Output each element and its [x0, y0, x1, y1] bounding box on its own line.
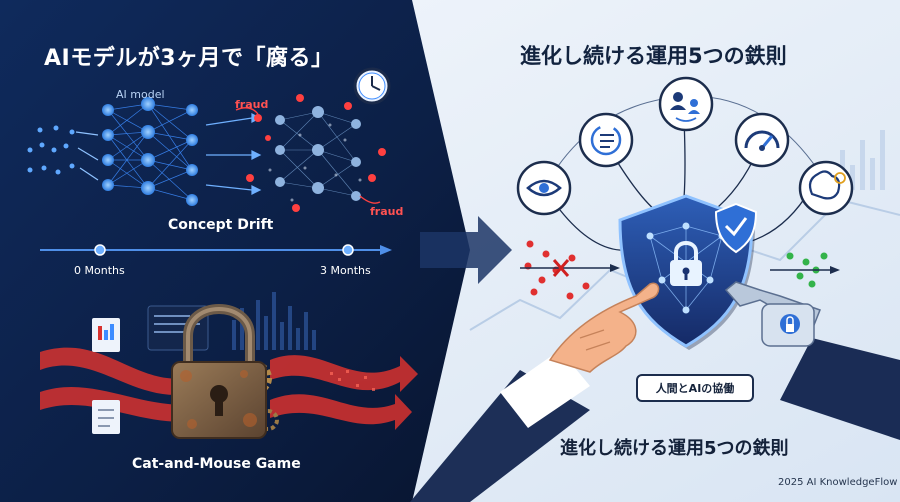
human-hand	[410, 282, 660, 502]
fraud-dots	[246, 94, 386, 212]
refresh-list-icon	[578, 112, 634, 168]
transition-arrow	[420, 216, 512, 284]
cat-and-mouse-scene	[40, 292, 418, 439]
ai-model-label: AI model	[116, 88, 165, 101]
collaboration-bubble: 人間とAIの協働	[636, 374, 754, 402]
timeline-start-label: 0 Months	[74, 264, 125, 277]
right-subtitle: 進化し続ける運用5つの鉄則	[560, 438, 789, 459]
gauge-icon	[734, 112, 790, 168]
user-swap-icon	[658, 76, 714, 132]
eye-icon	[516, 160, 572, 216]
neural-network	[107, 103, 193, 201]
cat-and-mouse-label: Cat-and-Mouse Game	[132, 456, 301, 472]
brain-bulb-icon	[798, 160, 854, 216]
lock-icon	[670, 241, 702, 286]
fraud-label: fraud	[235, 98, 269, 111]
timeline	[40, 244, 392, 256]
fraud-label-lower: fraud	[370, 205, 404, 218]
left-title: AIモデルが3ヶ月で「腐る」	[44, 46, 334, 71]
shield	[618, 194, 758, 350]
robot-hand	[724, 281, 900, 440]
concept-drift-label: Concept Drift	[168, 217, 274, 233]
checkmark-icon	[714, 202, 758, 254]
right-title: 進化し続ける運用5つの鉄則	[520, 44, 787, 68]
clock-icon	[353, 67, 391, 105]
footer-credit: 2025 AI KnowledgeFlow	[778, 477, 898, 488]
timeline-end-label: 3 Months	[320, 264, 371, 277]
corrupted-network	[279, 111, 357, 197]
